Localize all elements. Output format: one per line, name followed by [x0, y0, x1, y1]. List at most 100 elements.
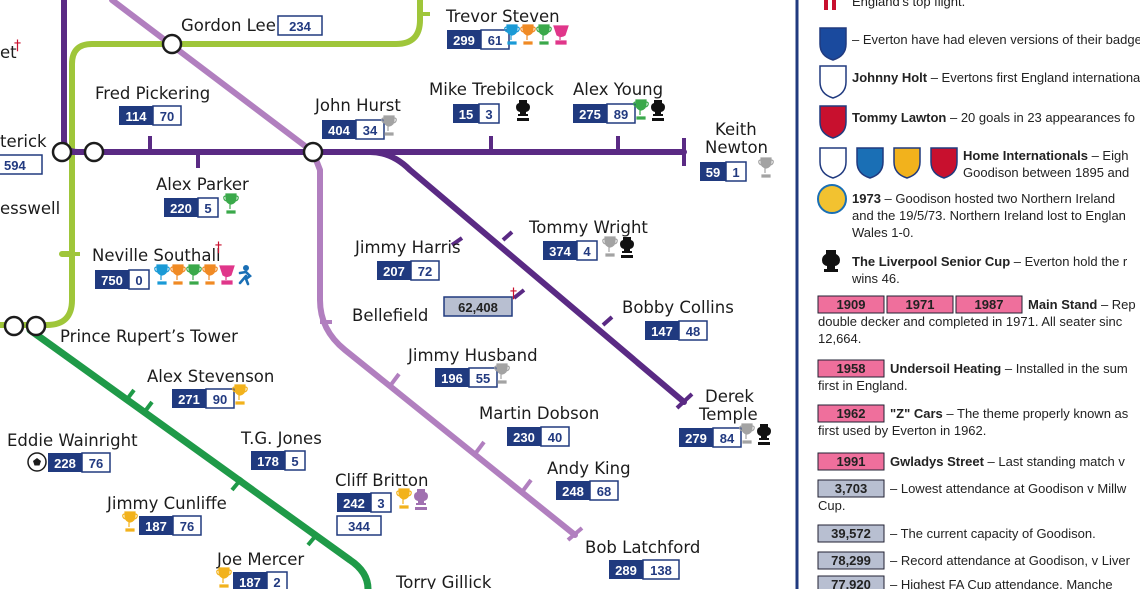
- cup-orange-icon: [202, 264, 218, 285]
- legend-row: The Liverpool Senior Cup – Everton hold …: [822, 250, 1128, 286]
- goals-value: 76: [89, 456, 103, 471]
- interchange-gordon-lee: [161, 33, 183, 55]
- legend: England’s top flight. – Everton have had …: [817, 0, 1140, 589]
- goals-value: 55: [476, 371, 490, 386]
- station-name-line: Newton: [705, 138, 768, 157]
- goals-value: 89: [614, 107, 628, 122]
- station-name-line: Temple: [698, 405, 758, 424]
- england-shield-red-icon: [819, 105, 847, 139]
- station-ticks: [62, 12, 694, 547]
- fa-cup-black-icon: [516, 100, 530, 121]
- station-name: Alex Stevenson: [147, 367, 274, 386]
- goals-value: 1: [732, 165, 739, 180]
- station-name: T.G. Jones: [240, 429, 322, 448]
- goals-value: 5: [291, 454, 298, 469]
- appearances-value: 750: [101, 273, 123, 288]
- stats-box: 207 72: [377, 260, 440, 281]
- goals-value: 138: [650, 563, 672, 578]
- legend-text: – Everton have had eleven versions of th…: [852, 32, 1140, 47]
- station-name: Jimmy Harris: [354, 238, 461, 257]
- goals-value: 0: [135, 273, 142, 288]
- station-name: Bellefield: [352, 306, 428, 325]
- station-bellefield: Bellefield†62,408: [352, 286, 517, 325]
- goals-value: 3: [377, 496, 384, 511]
- legend-text-line3: Wales 1-0.: [852, 225, 914, 240]
- appearances-value: 279: [685, 431, 707, 446]
- station-name-line: Keith: [715, 120, 757, 139]
- interchange-left-1: [51, 141, 73, 163]
- lime-line: [59, 0, 423, 257]
- box-value: 344: [348, 519, 370, 534]
- legend-text: The Liverpool Senior Cup – Everton hold …: [852, 254, 1128, 269]
- legend-row: 77,920– Highest FA Cup attendance, Manch…: [817, 575, 1113, 589]
- appearances-value: 187: [239, 575, 261, 589]
- station-name: Jimmy Husband: [407, 346, 538, 365]
- dagger-mark: †: [510, 286, 517, 302]
- station-name: Andy King: [547, 459, 631, 478]
- legend-text: Main Stand – Rep: [1028, 297, 1136, 312]
- legend-text-line2: Cup.: [818, 498, 845, 513]
- legend-text-line2: and the 19/5/73. Northern Ireland lost t…: [852, 208, 1126, 223]
- appearances-value: 228: [54, 456, 76, 471]
- goals-value: 48: [686, 324, 700, 339]
- legend-row: 1962"Z" Cars – The theme properly known …: [817, 404, 1129, 438]
- legend-text: Undersoil Heating – Installed in the sum: [890, 361, 1128, 376]
- goals-value: 4: [583, 244, 591, 259]
- stats-box: 242 3: [337, 492, 392, 513]
- station-name: Gordon Lee: [181, 16, 276, 35]
- interchange-john-hurst: [302, 141, 324, 163]
- cup-grey-icon: [739, 423, 755, 444]
- cup-green-icon: [633, 99, 649, 120]
- fragment-et-dagger: †: [14, 38, 21, 54]
- legend-text: "Z" Cars – The theme properly known as: [890, 406, 1129, 421]
- fragment-esswell: esswell: [0, 199, 60, 218]
- purple-line-branch: [367, 149, 687, 405]
- trophy-pink-icon: [219, 265, 235, 285]
- legend-text: 1973 – Goodison hosted two Northern Irel…: [852, 191, 1115, 206]
- goals-value: 72: [418, 264, 432, 279]
- legend-text-line2: wins 46.: [851, 271, 900, 286]
- appearances-value: 220: [170, 201, 192, 216]
- cup-green-icon: [536, 24, 552, 45]
- legend-text: England’s top flight.: [852, 0, 965, 9]
- cup-blue-icon: [504, 24, 520, 45]
- goals-value: 90: [213, 392, 227, 407]
- appearances-value: 299: [453, 33, 475, 48]
- cup-gold-icon: [396, 488, 412, 509]
- cup-blue-icon: [154, 264, 170, 285]
- station-name: Prince Rupert’s Tower: [60, 327, 238, 346]
- lilac-line-upper: [109, 0, 316, 155]
- appearances-value: 242: [343, 496, 365, 511]
- appearances-value: 289: [615, 563, 637, 578]
- first-division-icon: [824, 0, 836, 10]
- appearances-value: 178: [257, 454, 279, 469]
- cup-grey-icon: [758, 157, 774, 178]
- goals-value: 3: [485, 107, 492, 122]
- station-name: Martin Dobson: [479, 404, 599, 423]
- station-name: Trevor Steven: [445, 7, 560, 26]
- home-nations-icon: [819, 147, 958, 179]
- liverpool-senior-cup-icon: [822, 250, 840, 272]
- interchanges: [3, 33, 324, 337]
- goals-value: 70: [160, 109, 174, 124]
- appearances-value: 207: [383, 264, 405, 279]
- legend-date: 1971: [906, 297, 935, 312]
